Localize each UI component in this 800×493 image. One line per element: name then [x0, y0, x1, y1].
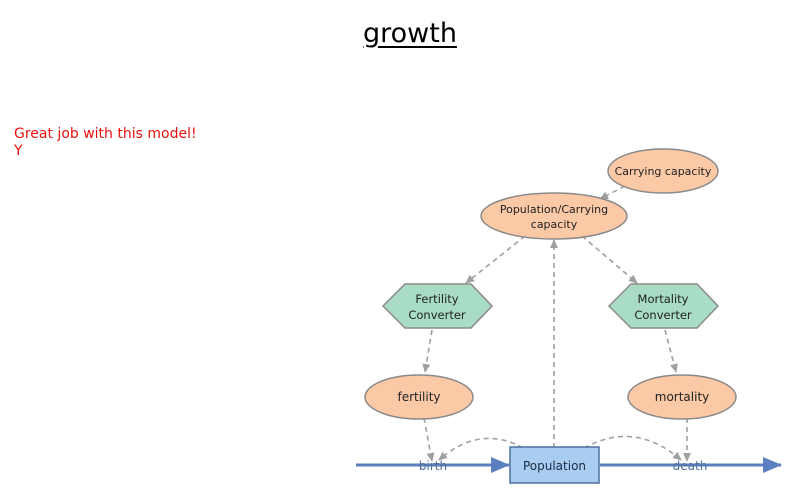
fertility-converter-label-line2: Converter — [408, 308, 466, 322]
carrying-capacity-node[interactable]: Carrying capacity — [607, 148, 719, 194]
death-flow-label: death — [673, 459, 708, 473]
link-capacity-to-ratio — [599, 185, 626, 200]
link-mortality-converter-to-mortality — [664, 329, 678, 373]
carrying-capacity-label: Carrying capacity — [615, 165, 712, 178]
mortality-converter-label-line2: Converter — [634, 308, 692, 322]
link-fertility-to-birth — [423, 417, 435, 462]
mortality-node[interactable]: mortality — [627, 374, 737, 420]
population-carrying-capacity-label-line1: Population/Carrying — [500, 203, 608, 216]
fertility-converter-node[interactable]: Fertility Converter — [381, 283, 494, 329]
link-ratio-to-mortality-converter — [581, 235, 638, 284]
link-population-to-death — [583, 435, 682, 461]
population-carrying-capacity-label-line2: capacity — [531, 218, 578, 231]
population-stock[interactable]: Population — [509, 446, 600, 484]
population-label: Population — [523, 459, 586, 473]
fertility-label: fertility — [397, 390, 440, 404]
link-fertility-converter-to-fertility — [422, 329, 433, 373]
link-ratio-to-fertility-converter — [465, 235, 526, 284]
mortality-label: mortality — [655, 390, 710, 404]
page-title: growth — [363, 18, 457, 49]
fertility-node[interactable]: fertility — [364, 374, 474, 420]
comment-note: Great job with this model! Y — [14, 126, 197, 159]
population-carrying-capacity-node[interactable]: Population/Carrying capacity — [480, 192, 628, 240]
link-population-to-birth — [438, 437, 524, 461]
fertility-converter-label-line1: Fertility — [415, 292, 458, 306]
mortality-converter-label-line1: Mortality — [638, 292, 689, 306]
birth-flow-label: birth — [419, 459, 447, 473]
mortality-converter-node[interactable]: Mortality Converter — [607, 283, 720, 329]
